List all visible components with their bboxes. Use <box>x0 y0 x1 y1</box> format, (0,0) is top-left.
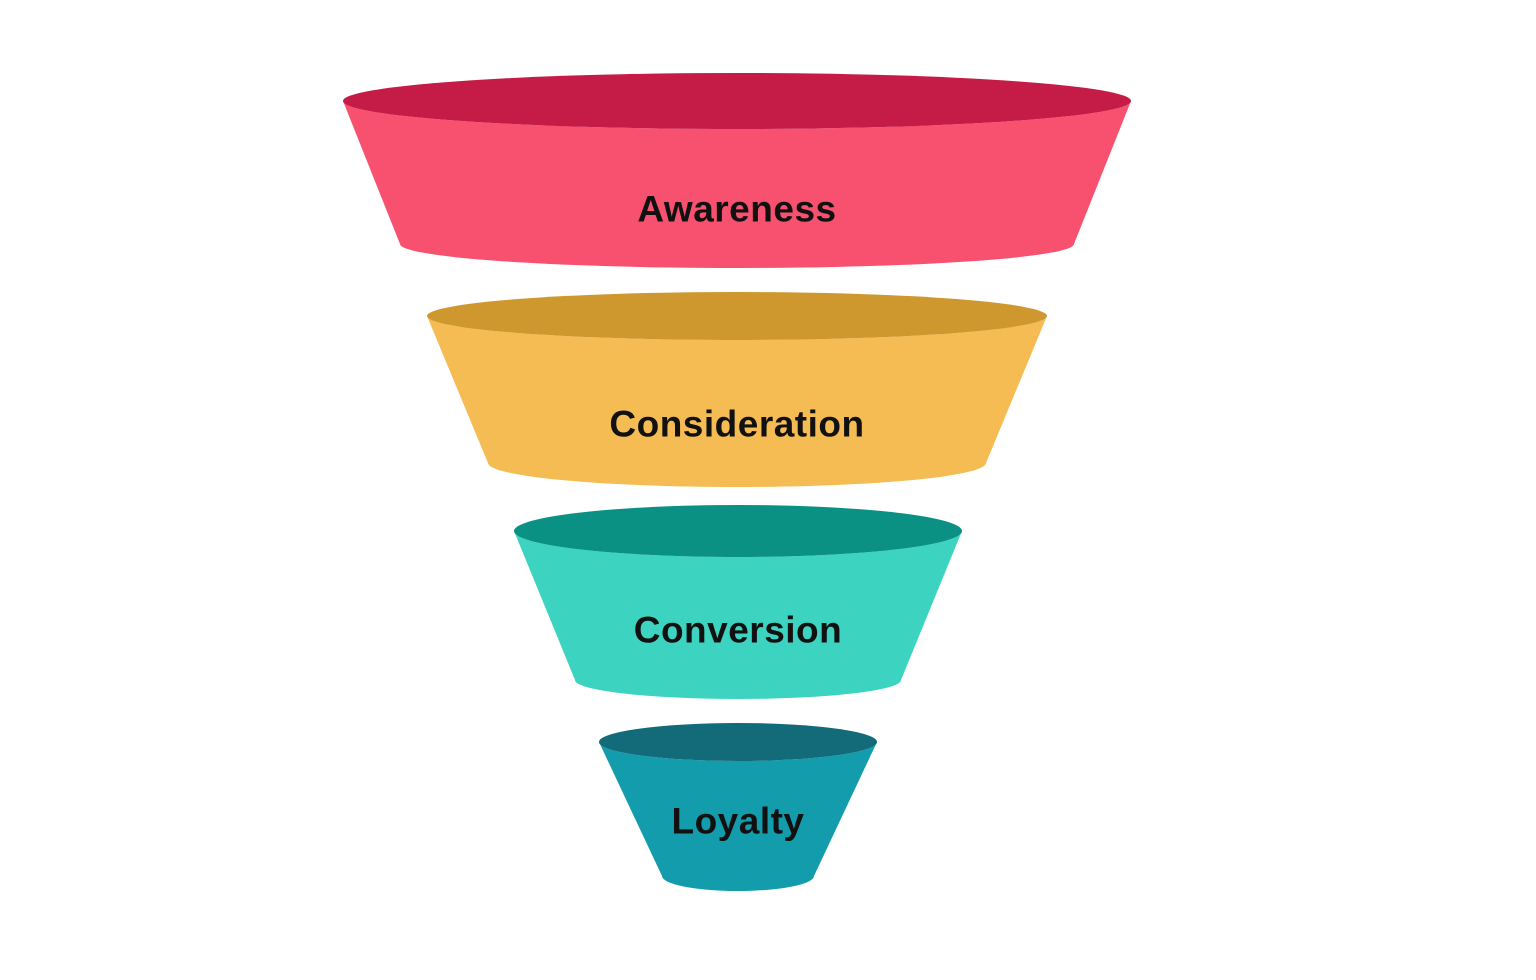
funnel-stage-loyalty: Loyalty <box>599 723 877 891</box>
funnel-stage-top-ellipse <box>427 292 1047 340</box>
funnel-stage-top-ellipse <box>599 723 877 761</box>
funnel-stage-body <box>514 531 962 699</box>
funnel-stage-label: Conversion <box>634 610 843 651</box>
funnel-stage-top-ellipse <box>343 73 1131 129</box>
funnel-stage-consideration: Consideration <box>427 292 1047 487</box>
funnel-stage-label: Consideration <box>609 404 864 445</box>
funnel-stage-conversion: Conversion <box>514 505 962 699</box>
funnel-stage-label: Awareness <box>637 189 836 230</box>
funnel-stage-label: Loyalty <box>671 801 804 842</box>
funnel-stage-awareness: Awareness <box>343 73 1131 268</box>
funnel-stage-body <box>427 316 1047 487</box>
funnel-stage-body <box>343 101 1131 268</box>
funnel-stage-body <box>599 742 877 891</box>
funnel-stage-top-ellipse <box>514 505 962 557</box>
